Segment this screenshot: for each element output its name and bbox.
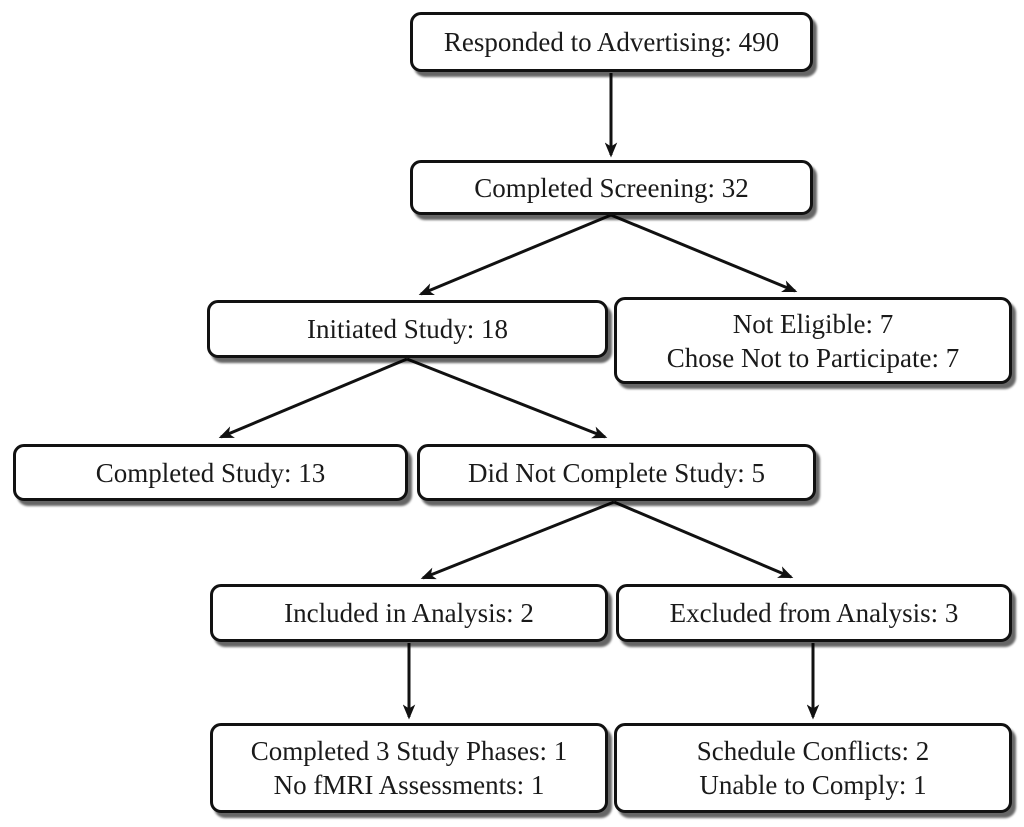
- arrow-initiated-to-did-not-complete: [406, 357, 608, 439]
- node-label-line1: Not Eligible: 7: [732, 308, 894, 339]
- node-label: Responded to Advertising: 490: [443, 27, 780, 57]
- node-completed-screening: Completed Screening: 32: [410, 160, 813, 215]
- node-label-line2: Chose Not to Participate: 7: [666, 342, 960, 373]
- node-label-line1: Schedule Conflicts: 2: [696, 736, 930, 766]
- node-label-line2: No fMRI Assessments: 1: [273, 770, 545, 800]
- node-included-in-analysis: Included in Analysis: 2: [210, 584, 608, 642]
- node-label-line1: Completed 3 Study Phases: 1: [250, 736, 568, 766]
- node-initiated-study: Initiated Study: 18: [207, 300, 608, 358]
- arrow-screening-to-initiated: [418, 213, 612, 296]
- node-excluded-from-analysis: Excluded from Analysis: 3: [616, 584, 1012, 642]
- node-label: Completed Screening: 32: [474, 172, 749, 203]
- node-responded-to-advertising: Responded to Advertising: 490: [410, 12, 813, 72]
- node-completed-study: Completed Study: 13: [13, 444, 408, 501]
- node-label: Included in Analysis: 2: [284, 598, 534, 628]
- node-label: Completed Study: 13: [95, 457, 326, 488]
- arrow-did-not-complete-to-included: [420, 500, 615, 580]
- node-label: Excluded from Analysis: 3: [669, 598, 959, 628]
- node-did-not-complete-study: Did Not Complete Study: 5: [417, 444, 816, 501]
- node-label: Initiated Study: 18: [307, 314, 508, 344]
- node-schedule-conflicts: Schedule Conflicts: 2 Unable to Comply: …: [614, 723, 1012, 813]
- arrow-did-not-complete-to-excluded: [613, 500, 794, 579]
- arrow-initiated-to-completed-study: [218, 357, 408, 439]
- node-label-line2: Unable to Comply: 1: [699, 770, 927, 800]
- node-completed-3-study-phases: Completed 3 Study Phases: 1 No fMRI Asse…: [210, 723, 608, 813]
- arrow-screening-to-not-eligible: [610, 213, 798, 293]
- node-label: Did Not Complete Study: 5: [468, 457, 765, 488]
- node-not-eligible: Not Eligible: 7 Chose Not to Participate…: [614, 297, 1012, 384]
